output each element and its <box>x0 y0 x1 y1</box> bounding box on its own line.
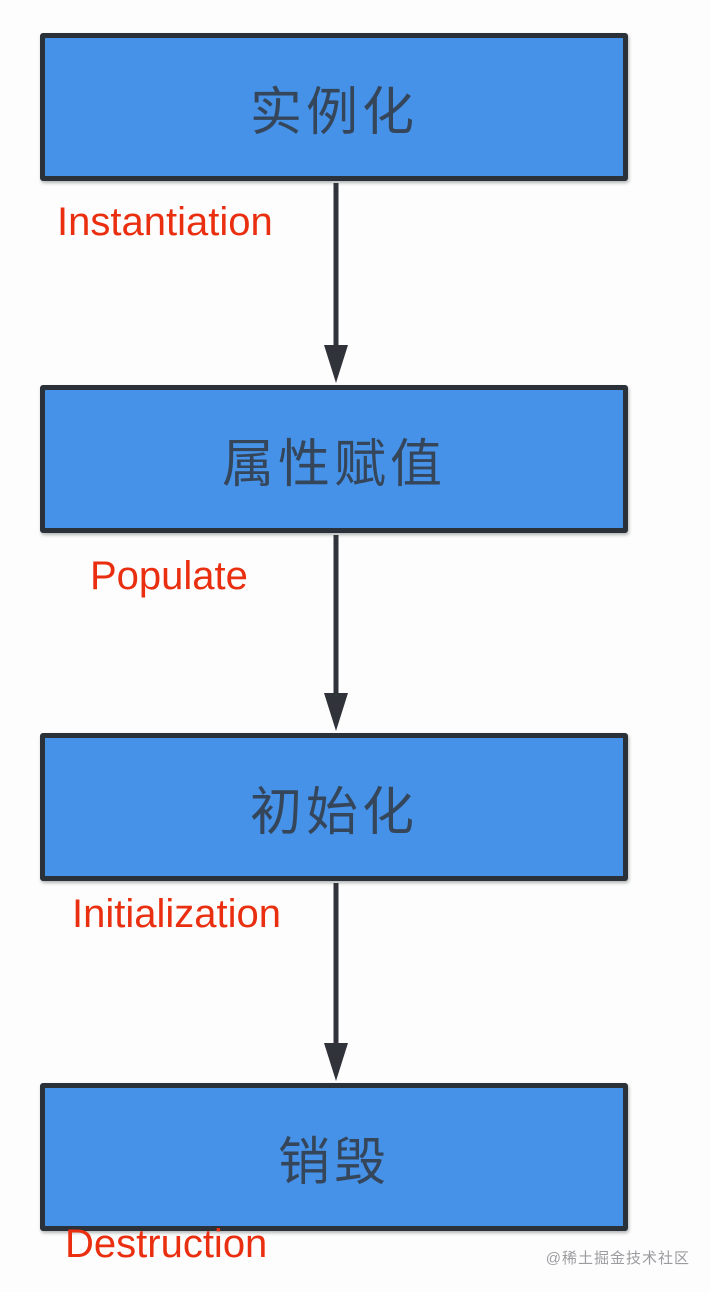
annotation-destruction: Destruction <box>65 1222 268 1266</box>
arrow-shaft <box>333 883 339 1045</box>
arrowhead-icon <box>324 345 348 383</box>
flow-box-populate: 属性赋值 <box>40 385 628 533</box>
arrow-shaft <box>333 535 339 695</box>
arrow-down-2 <box>323 535 349 731</box>
annotation-instantiation: Instantiation <box>57 200 273 244</box>
flow-box-label: 销毁 <box>277 1133 390 1192</box>
flow-box-destruction: 销毁 <box>40 1083 628 1231</box>
arrow-down-1 <box>323 183 349 383</box>
flow-box-label: 实例化 <box>249 83 418 142</box>
flow-box-label: 属性赋值 <box>221 435 446 494</box>
watermark: @稀土掘金技术社区 <box>545 1250 690 1267</box>
flow-box-initialization: 初始化 <box>40 733 628 881</box>
flow-box-instantiation: 实例化 <box>40 33 628 181</box>
arrowhead-icon <box>324 693 348 731</box>
arrow-shaft <box>333 183 339 347</box>
flow-box-label: 初始化 <box>249 783 418 842</box>
annotation-initialization: Initialization <box>72 892 282 936</box>
arrow-down-3 <box>323 883 349 1081</box>
annotation-populate: Populate <box>90 554 248 598</box>
arrowhead-icon <box>324 1043 348 1081</box>
